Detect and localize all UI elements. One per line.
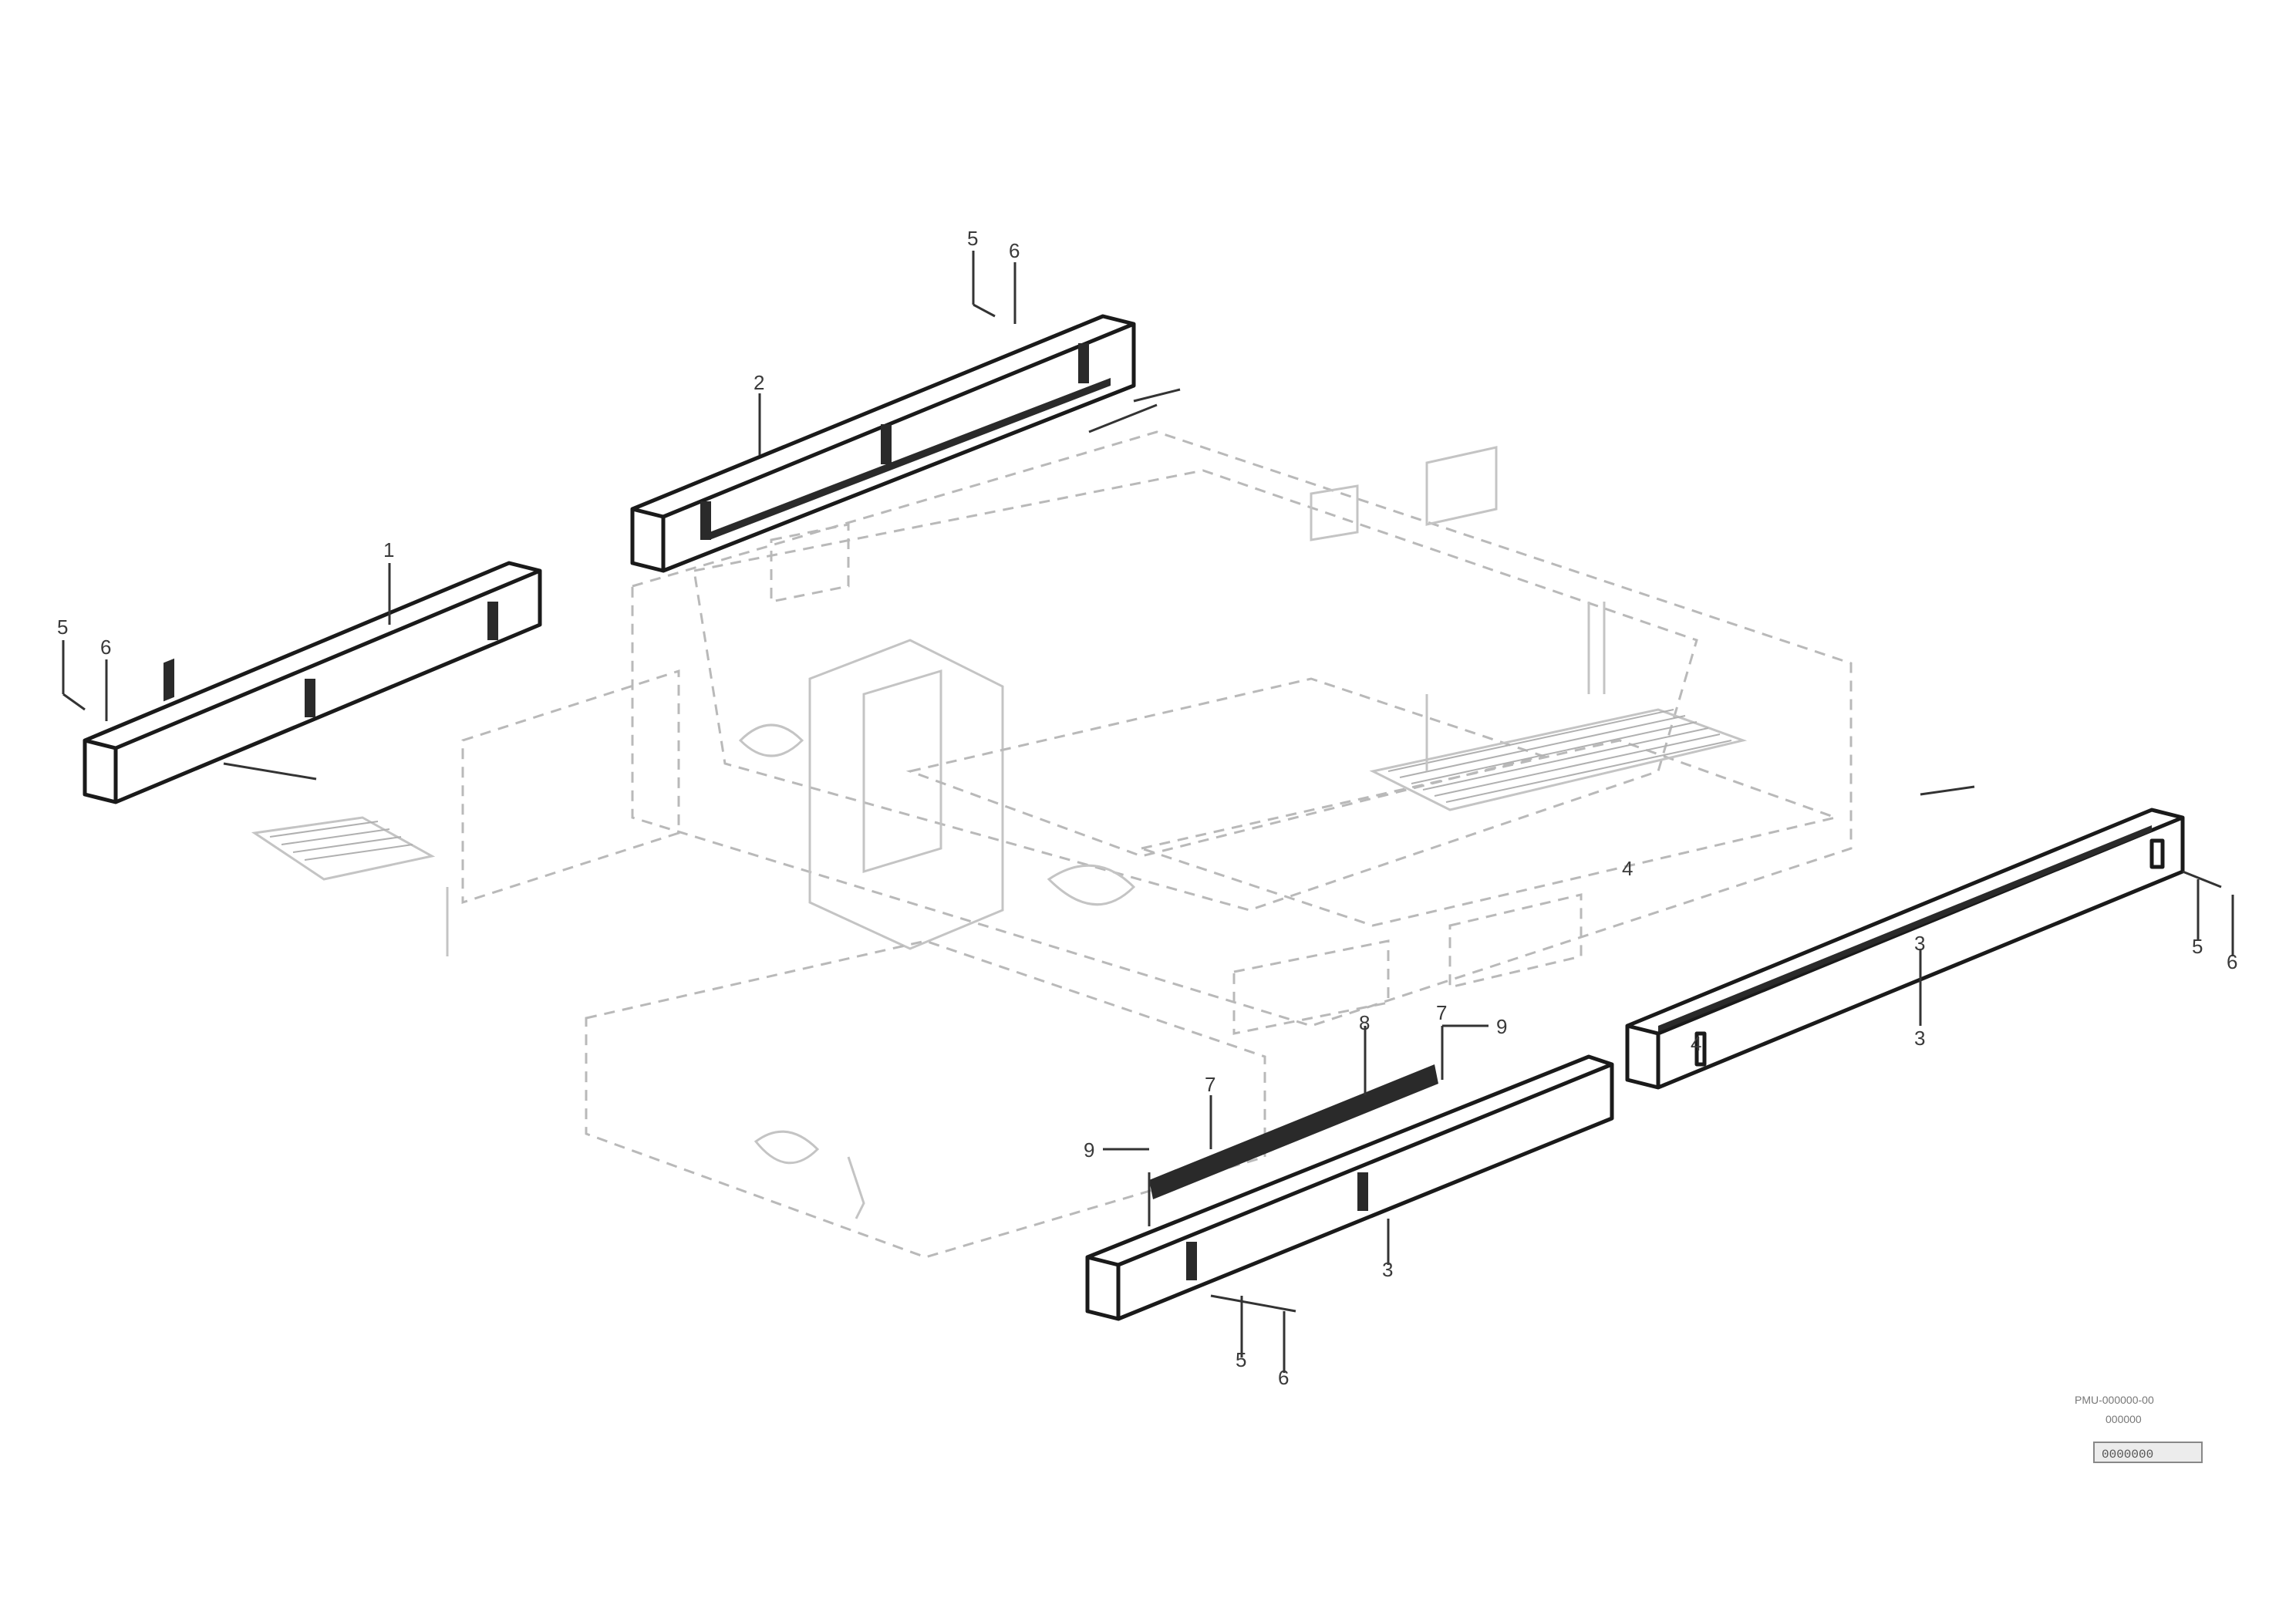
callout-11: 6 xyxy=(1009,239,1020,262)
callout-1: 1 xyxy=(383,538,394,561)
callout-17: 4 xyxy=(1622,857,1633,880)
reference-line-2: 000000 xyxy=(2106,1413,2142,1425)
reference-code: 0000000 xyxy=(2102,1448,2153,1462)
reference-line-1: PMU-000000-00 xyxy=(2075,1394,2154,1406)
callout-13: 9 xyxy=(1084,1138,1094,1162)
callout-5: 5 xyxy=(57,615,68,639)
callout-19: 5 xyxy=(2192,935,2203,958)
step-rail-lower xyxy=(1085,1054,1614,1321)
callout-4: 4 xyxy=(1691,1032,1701,1055)
leader-lines xyxy=(62,251,2234,1373)
callout-15: 5 xyxy=(1236,1348,1246,1371)
callout-2: 2 xyxy=(754,371,764,394)
reference-code-box xyxy=(2093,1442,2203,1463)
callout-6: 6 xyxy=(100,636,111,659)
grated-step-left xyxy=(251,816,449,956)
callout-20: 6 xyxy=(2227,950,2237,973)
callout-18: 3 xyxy=(1914,932,1925,955)
callout-9: 9 xyxy=(1496,1015,1507,1038)
handrail-right xyxy=(1625,808,2185,1090)
callout-3: 3 xyxy=(1914,1027,1925,1050)
callout-16: 6 xyxy=(1278,1366,1289,1389)
callout-12: 7 xyxy=(1436,1001,1447,1024)
callout-14: 3 xyxy=(1382,1258,1393,1281)
callout-10: 5 xyxy=(967,227,978,250)
callout-8: 8 xyxy=(1359,1011,1370,1034)
callout-7: 7 xyxy=(1205,1073,1215,1096)
callout-labels: 1 2 3 4 5 6 7 8 9 5 6 7 9 3 5 6 4 3 5 6 xyxy=(57,227,2237,1389)
handrail-left xyxy=(83,561,542,804)
reference-stamp: PMU-000000-00 000000 0000000 xyxy=(2075,1394,2203,1463)
handrail-top xyxy=(630,314,1136,573)
grated-step-right xyxy=(1369,602,1748,811)
